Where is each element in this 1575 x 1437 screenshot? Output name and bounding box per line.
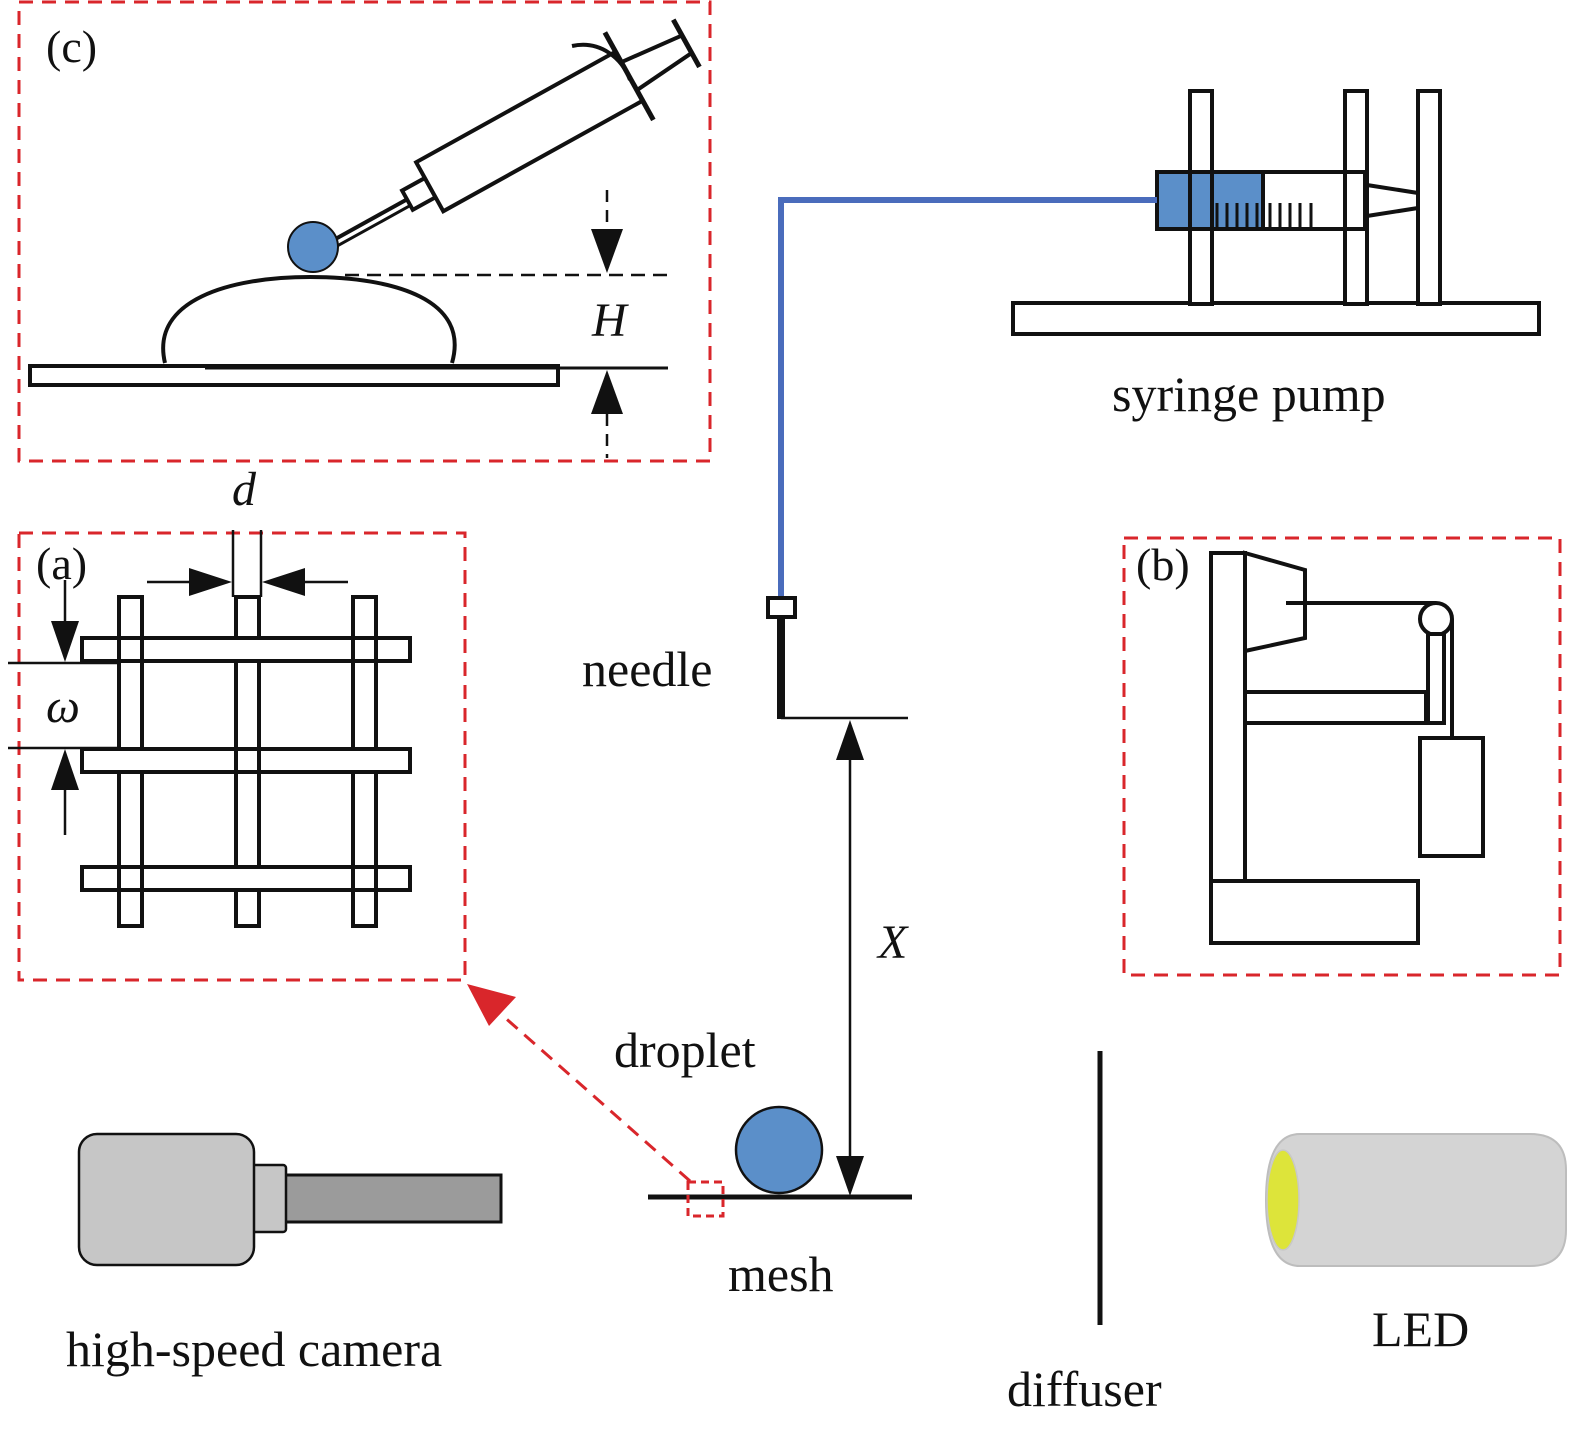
label-high-speed-camera: high-speed camera — [66, 1321, 442, 1377]
mesh-wire-h1 — [80, 636, 412, 663]
syringe-c — [329, 18, 702, 250]
pump-post-3 — [1416, 89, 1442, 306]
d-arrow-left — [262, 568, 305, 596]
pump-base — [1011, 301, 1541, 336]
syringe-c-curl — [571, 42, 632, 81]
camera-lens — [282, 1173, 503, 1224]
x-arrow-up — [836, 720, 864, 760]
camera-body — [77, 1132, 256, 1267]
droplet — [734, 1105, 824, 1195]
led-light: LED — [1264, 1133, 1567, 1357]
label-led: LED — [1372, 1301, 1469, 1357]
label-diffuser: diffuser — [1007, 1361, 1162, 1417]
panel-c-frame — [17, 0, 712, 463]
symbol-x: X — [876, 916, 909, 969]
omega-arrow-up — [51, 749, 79, 790]
pump-plunger-top — [1366, 183, 1419, 195]
stand-base — [1209, 879, 1420, 945]
pulley-wheel — [1418, 601, 1454, 637]
stand-arm — [1243, 690, 1428, 725]
pump-graduations — [1215, 203, 1313, 227]
label-droplet: droplet — [614, 1022, 756, 1078]
label-syringe-pump: syringe pump — [1112, 366, 1386, 422]
panel-b: (b) — [1122, 536, 1562, 977]
x-arrow-down — [836, 1156, 864, 1196]
panel-c: (c) H — [17, 0, 712, 463]
zoom-pointer-arrowhead — [467, 984, 516, 1026]
panel-b-frame — [1122, 536, 1562, 977]
omega-arrow-down — [51, 621, 79, 662]
d-arrow-right — [189, 568, 232, 596]
camera-mount — [250, 1163, 288, 1234]
mesh-wire-h3 — [80, 865, 412, 892]
pump-plunger-bottom — [1366, 206, 1419, 218]
high-speed-camera: high-speed camera — [66, 1132, 503, 1377]
syringe-pump: syringe pump — [1011, 89, 1541, 422]
led-body — [1264, 1133, 1567, 1267]
needle-hub — [766, 596, 797, 619]
label-mesh: mesh — [728, 1246, 834, 1302]
droplet-c — [287, 221, 339, 273]
panel-a-label: (a) — [36, 538, 87, 589]
stand-column — [1209, 551, 1247, 885]
zoom-box — [686, 1180, 725, 1218]
symbol-h: H — [591, 294, 629, 347]
zoom-pointer-line — [493, 1006, 691, 1183]
tubing — [778, 197, 1157, 598]
h-arrow-up — [591, 370, 623, 414]
label-needle: needle — [582, 641, 712, 697]
symbol-d: d — [232, 463, 257, 516]
liquid-dome — [161, 274, 457, 364]
panel-c-label: (c) — [46, 21, 97, 72]
led-face — [1266, 1149, 1300, 1251]
pulley-rail — [1426, 632, 1446, 725]
symbol-omega: ω — [46, 680, 80, 733]
panel-a-frame — [17, 531, 467, 982]
panel-b-label: (b) — [1136, 539, 1190, 590]
substrate-plate — [28, 364, 560, 387]
panel-a: (a) d — [8, 463, 467, 982]
pulley-housing — [1243, 550, 1307, 654]
counterweight — [1418, 736, 1485, 858]
h-arrow-down — [591, 229, 623, 273]
